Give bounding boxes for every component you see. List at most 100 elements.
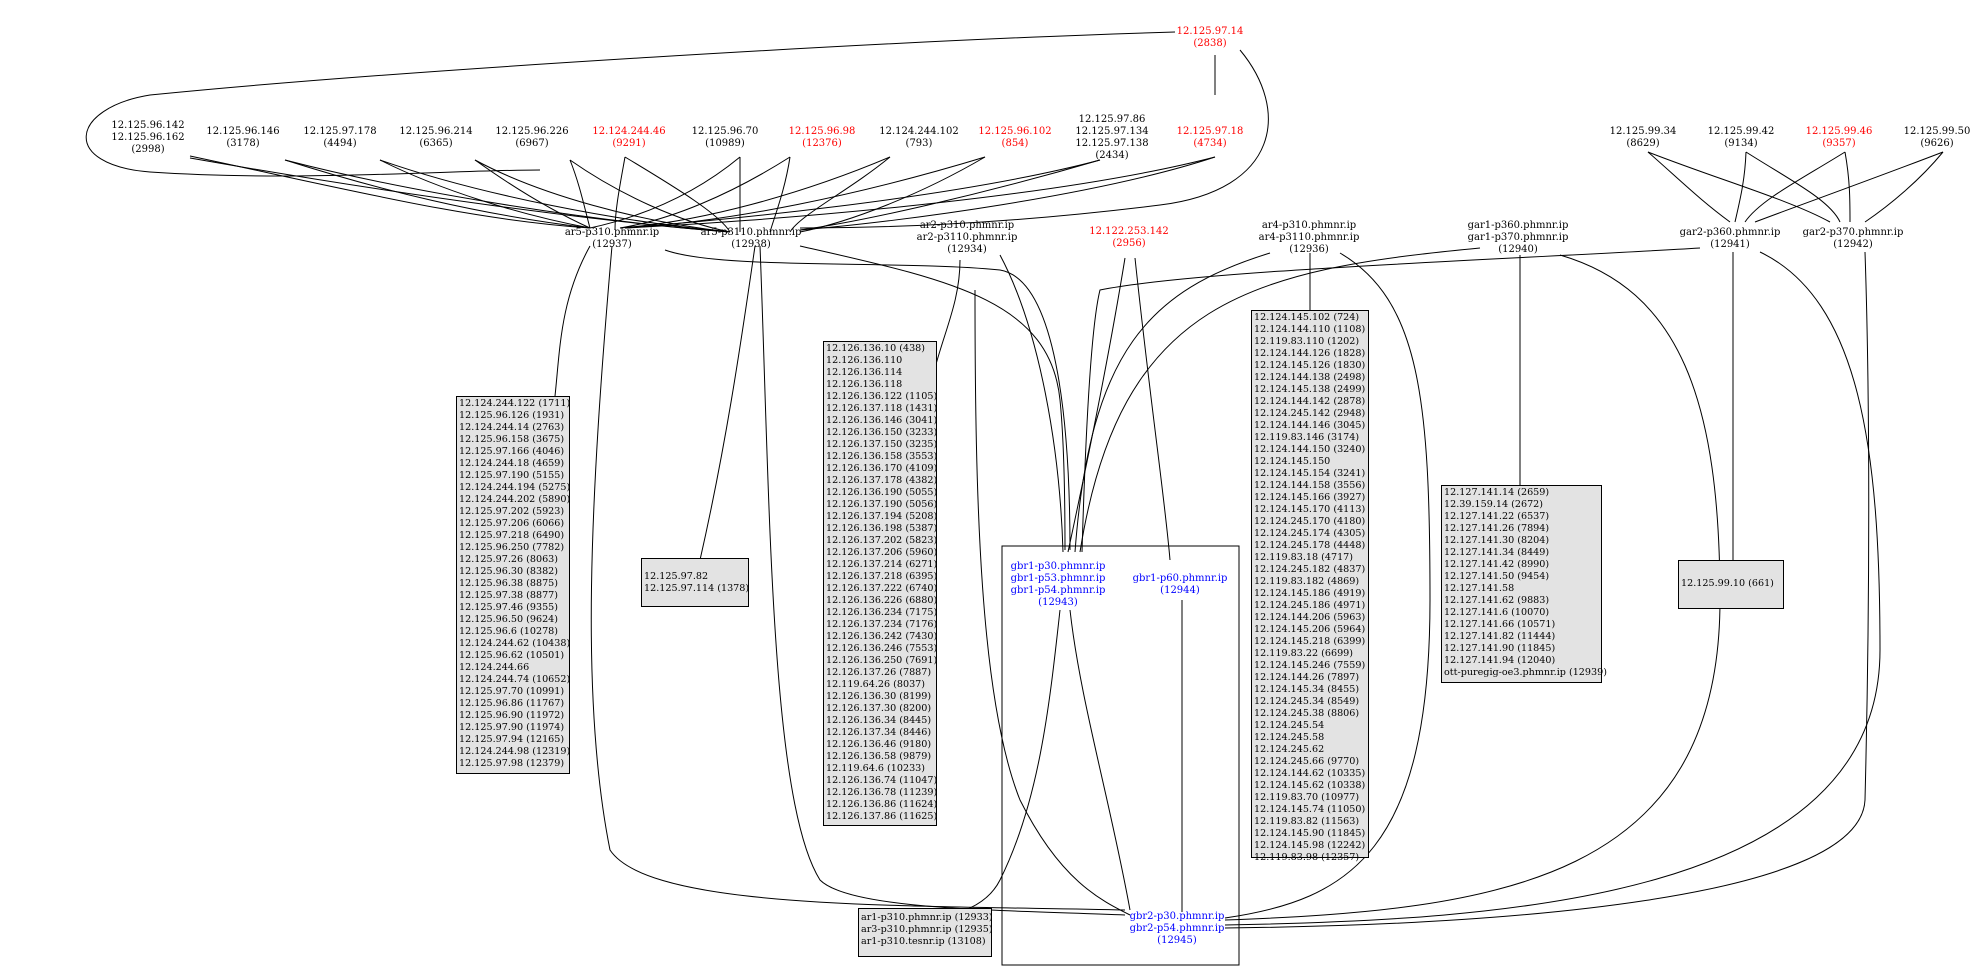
host-entry: 12.125.96.30 (8382) (459, 566, 559, 577)
host-entry: 12.127.141.14 (2659) (1444, 487, 1550, 498)
node-label-line: (12376) (802, 138, 842, 149)
node-label-line: (9134) (1724, 138, 1758, 149)
edge (699, 245, 756, 561)
host-entry: 12.124.145.154 (3241) (1254, 468, 1366, 479)
edge (1079, 247, 1481, 553)
host-entry: 12.124.244.194 (5275) (459, 482, 571, 493)
host-entry: 12.126.137.30 (8200) (826, 703, 932, 714)
edge (1081, 247, 1701, 553)
edge (949, 609, 1061, 916)
host-entry: 12.125.97.46 (9355) (459, 602, 559, 613)
edge (1744, 151, 1846, 223)
host-entry: 12.126.136.158 (3553) (826, 451, 938, 462)
host-entry: 12.124.245.170 (4180) (1254, 516, 1366, 527)
edge (1734, 151, 1747, 223)
edge (474, 159, 731, 233)
node-label-line: 12.125.96.162 (111, 132, 185, 143)
edge (619, 156, 891, 229)
node-12-124-244-102: 12.124.244.102(793) (879, 126, 959, 150)
host-entry: 12.126.137.214 (6271) (826, 559, 938, 570)
host-entry: 12.119.64.6 (10233) (826, 763, 926, 774)
host-entry: 12.124.145.246 (7559) (1254, 660, 1366, 671)
host-entry: 12.124.245.54 (1254, 720, 1325, 731)
host-entry: 12.126.136.170 (4109) (826, 463, 938, 474)
edge (799, 156, 1216, 231)
host-entry: 12.126.136.226 (6880) (826, 595, 938, 606)
host-entry: 12.125.97.82 (644, 571, 709, 582)
host-entry: 12.125.96.90 (11972) (459, 710, 565, 721)
edge (589, 156, 741, 229)
node-label-line: (12937) (592, 239, 632, 250)
host-entry: 12.124.244.14 (2763) (459, 422, 565, 433)
node-label-line: gbr2-p54.phmnr.ip (1129, 923, 1225, 934)
edge (85, 31, 1176, 177)
node-label-line: (12936) (1289, 244, 1329, 255)
node-label-line: (9626) (1920, 138, 1954, 149)
node-label-line: (793) (905, 138, 933, 149)
host-list-gar1: 12.127.141.14 (2659)12.39.159.14 (2672)1… (1441, 485, 1607, 683)
host-entry: 12.124.245.178 (4448) (1254, 540, 1366, 551)
host-entry: 12.125.97.26 (8063) (459, 554, 559, 565)
edge (189, 157, 731, 233)
host-entry: 12.126.137.118 (1431) (826, 403, 938, 414)
host-entry: 12.124.144.142 (2878) (1254, 396, 1366, 407)
edge (379, 159, 591, 229)
host-entry: 12.124.145.206 (5964) (1254, 624, 1366, 635)
host-entry: 12.126.136.246 (7553) (826, 643, 938, 654)
node-label-line: gar1-p360.phmnr.ip (1467, 220, 1569, 231)
host-entry: 12.125.97.206 (6066) (459, 518, 565, 529)
edge (789, 156, 891, 233)
node-label-line: 12.125.99.42 (1707, 126, 1775, 137)
edge (1224, 251, 1881, 926)
host-entry: 12.124.144.110 (1108) (1254, 324, 1366, 335)
node-label-line: ar2-p3110.phmnr.ip (916, 232, 1018, 243)
host-entry: 12.127.141.26 (7894) (1444, 523, 1550, 534)
node-12-125-99-42: 12.125.99.42(9134) (1708, 126, 1775, 150)
host-entry: 12.126.136.86 (11624) (826, 799, 938, 810)
host-entry: 12.124.145.218 (6399) (1254, 636, 1366, 647)
host-entry: 12.125.96.158 (3675) (459, 434, 565, 445)
node-12-125-96-98: 12.125.96.98(12376) (789, 126, 856, 150)
host-entry: 12.124.244.202 (5890) (459, 494, 571, 505)
edge (554, 245, 591, 397)
host-entry: 12.127.141.62 (9883) (1444, 595, 1550, 606)
host-entry: 12.124.244.98 (12319) (459, 746, 571, 757)
host-entry: 12.124.145.138 (2499) (1254, 384, 1366, 395)
host-entry: 12.127.141.34 (8449) (1444, 547, 1550, 558)
node-label-line: 12.125.97.138 (1075, 138, 1149, 149)
node-label-line: (12945) (1157, 935, 1197, 946)
host-entry: 12.119.83.110 (1202) (1254, 336, 1360, 347)
host-entry: 12.125.97.114 (1378) (644, 583, 750, 594)
host-entry: 12.126.136.34 (8445) (826, 715, 932, 726)
host-entry: 12.125.96.50 (9624) (459, 614, 559, 625)
node-12-124-244-46: 12.124.244.46(9291) (592, 126, 665, 150)
host-entry: 12.124.245.58 (1254, 732, 1325, 743)
node-label-line: (12940) (1498, 244, 1538, 255)
host-entry: 12.127.141.22 (6537) (1444, 511, 1550, 522)
edge (799, 159, 1101, 231)
node-label-line: (2434) (1095, 150, 1129, 161)
edge (474, 159, 591, 229)
host-entry: 12.126.137.194 (5208) (826, 511, 938, 522)
node-label-line: (2998) (131, 144, 165, 155)
node-label-line: (12942) (1833, 239, 1873, 250)
host-entry: ar3-p310.phmnr.ip (12935) (861, 924, 993, 935)
host-entry: 12.124.145.62 (10338) (1254, 780, 1366, 791)
edge (934, 259, 961, 369)
host-entry: 12.124.245.38 (8806) (1254, 708, 1360, 719)
edge (284, 159, 591, 229)
edge (1754, 151, 1944, 223)
gbr-cluster (1001, 545, 1240, 966)
host-entry: 12.124.245.182 (4837) (1254, 564, 1366, 575)
host-entry: 12.124.245.174 (4305) (1254, 528, 1366, 539)
host-entry: 12.124.245.62 (1254, 744, 1325, 755)
host-entry: 12.119.64.26 (8037) (826, 679, 926, 690)
host-entry: 12.126.136.242 (7430) (826, 631, 938, 642)
host-entry: 12.124.245.34 (8549) (1254, 696, 1360, 707)
host-entry: 12.127.141.58 (1444, 583, 1515, 594)
node-gbr1-p60: gbr1-p60.phmnr.ip(12944) (1133, 573, 1228, 597)
host-entry: 12.126.136.146 (3041) (826, 415, 938, 426)
